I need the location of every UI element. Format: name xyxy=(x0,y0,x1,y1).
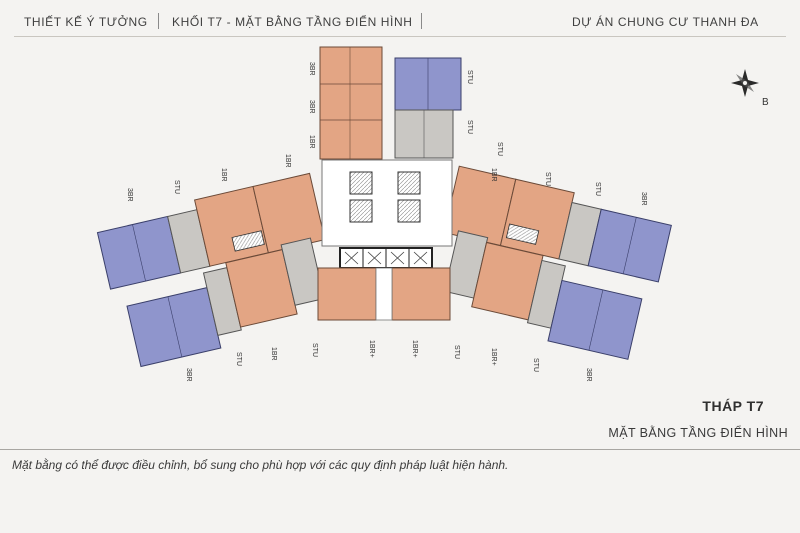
unit-stu-left-lower-b xyxy=(280,237,325,306)
header-right-title: DỰ ÁN CHUNG CƯ THANH ĐA xyxy=(572,15,759,29)
right-wing-lower xyxy=(443,230,643,360)
unit-3br-left-lower xyxy=(126,287,222,368)
label-3br: 3BR xyxy=(308,62,315,76)
label-3br: 3BR xyxy=(640,192,647,206)
header-divider xyxy=(14,36,786,37)
unit-labels: 3BR 3BR 1BR STU STU 1BR 1BR STU 3BR STU … xyxy=(126,62,647,382)
top-wing xyxy=(319,46,462,160)
label-1br: 1BR xyxy=(308,135,315,149)
label-1br: 1BR xyxy=(270,347,277,361)
header-center-title: KHỐI T7 - MẶT BẰNG TẦNG ĐIỂN HÌNH xyxy=(172,15,413,29)
label-stu: STU xyxy=(311,343,318,357)
label-stu: STU xyxy=(466,120,473,134)
elevator-2 xyxy=(349,199,373,223)
unit-1br-plus-center-right xyxy=(391,267,451,321)
label-stu: STU xyxy=(173,180,180,194)
label-stu: STU xyxy=(532,358,539,372)
header-separator xyxy=(158,13,159,29)
label-3br: 3BR xyxy=(585,368,592,382)
label-3br: 3BR xyxy=(126,188,133,202)
disclaimer-footnote: Mặt bằng có thể được điều chỉnh, bổ sung… xyxy=(12,458,509,472)
label-1br-plus: 1BR+ xyxy=(490,348,497,366)
stair-left xyxy=(231,230,265,252)
unit-3br-top-a xyxy=(319,46,383,160)
stair-right xyxy=(505,223,540,245)
floor-plan: 3BR 3BR 1BR STU STU 1BR 1BR STU 3BR STU … xyxy=(96,46,759,382)
label-1br: 1BR xyxy=(490,168,497,182)
label-1br: 1BR xyxy=(284,154,291,168)
label-stu: STU xyxy=(466,70,473,84)
elevator-4 xyxy=(397,199,421,223)
label-stu: STU xyxy=(496,142,503,156)
label-1br: 1BR xyxy=(220,168,227,182)
left-wing-lower xyxy=(126,237,325,368)
label-stu: STU xyxy=(594,182,601,196)
label-3br: 3BR xyxy=(308,100,315,114)
footer-divider xyxy=(0,449,800,450)
tower-subtitle: MẶT BẰNG TẦNG ĐIỂN HÌNH xyxy=(608,426,788,440)
label-stu: STU xyxy=(235,352,242,366)
header-separator xyxy=(421,13,422,29)
elevator-1 xyxy=(349,171,373,195)
label-stu: STU xyxy=(453,345,460,359)
right-wing-upper xyxy=(443,165,672,283)
elevator-3 xyxy=(397,171,421,195)
central-core xyxy=(317,159,453,321)
label-3br: 3BR xyxy=(185,368,192,382)
header-left-title: THIẾT KẾ Ý TƯỞNG xyxy=(24,15,148,29)
compass-direction-label: B xyxy=(762,97,769,108)
compass-icon xyxy=(731,69,759,97)
unit-3br-right-lower xyxy=(547,279,643,360)
label-1br-plus: 1BR+ xyxy=(368,340,375,358)
unit-1br-plus-center-left xyxy=(317,267,377,321)
header-bar: THIẾT KẾ Ý TƯỞNG KHỐI T7 - MẶT BẰNG TẦNG… xyxy=(0,0,800,42)
label-1br-plus: 1BR+ xyxy=(411,340,418,358)
left-wing-upper xyxy=(96,172,326,290)
label-stu: STU xyxy=(544,172,551,186)
tower-title: THÁP T7 xyxy=(702,398,764,414)
